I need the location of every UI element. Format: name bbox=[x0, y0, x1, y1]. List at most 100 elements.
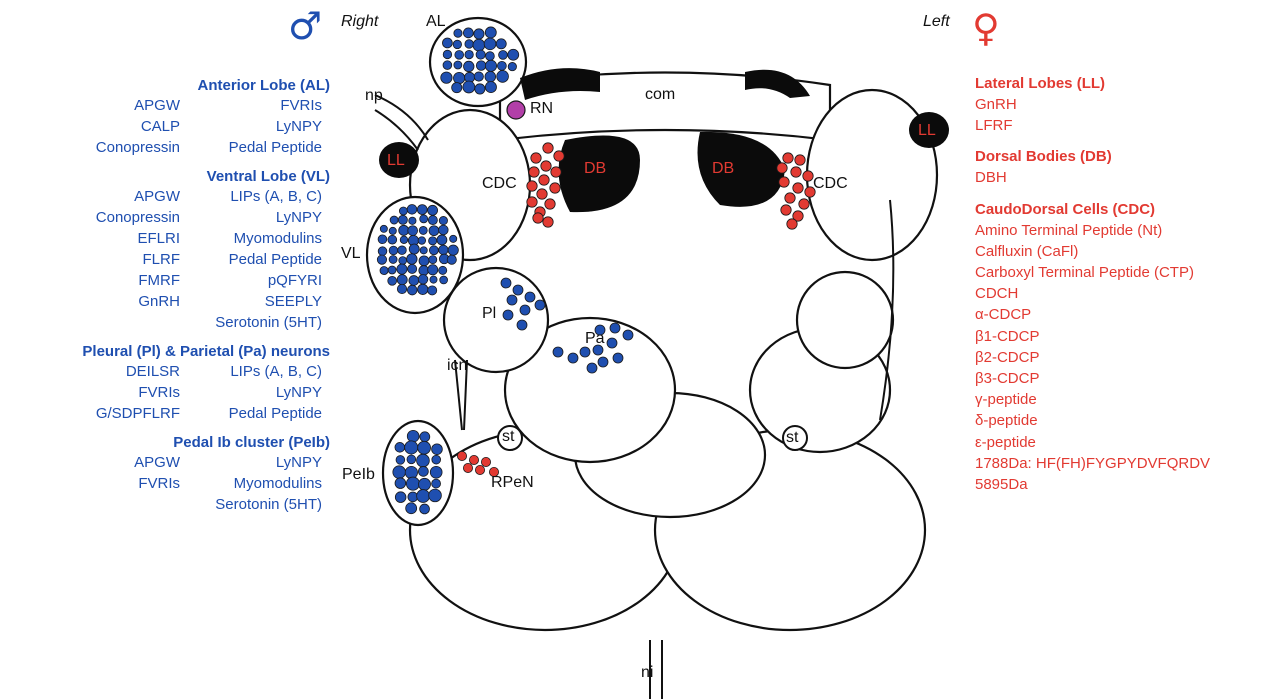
vl-neuron bbox=[448, 245, 458, 255]
vl-neuron bbox=[380, 225, 387, 232]
peib-neuron bbox=[420, 504, 430, 514]
list-item: Serotonin (5HT) bbox=[0, 494, 330, 515]
peptide-name: Serotonin (5HT) bbox=[180, 312, 322, 333]
peptide-name: FVRIs bbox=[180, 95, 322, 116]
list-item: Amino Terminal Peptide (Nt) bbox=[975, 220, 1275, 241]
group-title: Lateral Lobes (LL) bbox=[975, 73, 1275, 94]
peib-neuron bbox=[396, 456, 405, 465]
label-st-right: st bbox=[502, 428, 514, 446]
left-side-label: Left bbox=[923, 13, 950, 31]
cdc-neuron bbox=[803, 171, 813, 181]
group-pleural-parietal: Pleural (Pl) & Parietal (Pa) neurons DEI… bbox=[0, 342, 330, 424]
peib-neuron bbox=[395, 478, 406, 489]
vl-neuron bbox=[407, 285, 417, 295]
vl-neuron bbox=[390, 216, 398, 224]
vl-neuron bbox=[418, 284, 428, 294]
al-neuron bbox=[476, 50, 485, 59]
cdc-neuron bbox=[799, 199, 809, 209]
vl-neuron bbox=[429, 226, 439, 236]
label-cdc-right: CDC bbox=[482, 175, 517, 193]
peib-neuron bbox=[420, 432, 430, 442]
list-item: APGWLIPs (A, B, C) bbox=[0, 186, 330, 207]
peptide-name: Conopressin bbox=[0, 137, 180, 158]
pa-neuron bbox=[598, 357, 608, 367]
group-caudodorsal-cells: CaudoDorsal Cells (CDC) Amino Terminal P… bbox=[975, 199, 1275, 496]
pl-neuron bbox=[513, 285, 523, 295]
al-neuron bbox=[496, 39, 506, 49]
list-item: CDCH bbox=[975, 283, 1275, 304]
peib-neuron bbox=[407, 430, 419, 442]
pl-neuron bbox=[520, 305, 530, 315]
list-item: δ-peptide bbox=[975, 410, 1275, 431]
peptide-name: pQFYRI bbox=[180, 270, 322, 291]
peib-neuron bbox=[406, 503, 417, 514]
cdc-neuron bbox=[779, 177, 789, 187]
rpen-neuron bbox=[463, 463, 472, 472]
group-title: CaudoDorsal Cells (CDC) bbox=[975, 199, 1275, 220]
group-title: Anterior Lobe (AL) bbox=[0, 76, 330, 95]
group-title: Pleural (Pl) & Parietal (Pa) neurons bbox=[0, 342, 330, 361]
pa-neuron bbox=[610, 323, 620, 333]
vl-neuron bbox=[417, 205, 427, 215]
peptide-name: LyNPY bbox=[180, 207, 322, 228]
al-neuron bbox=[442, 38, 452, 48]
cdc-neuron bbox=[531, 153, 541, 163]
rpen-neuron bbox=[481, 457, 490, 466]
label-pl: Pl bbox=[482, 305, 496, 323]
list-item: β1-CDCP bbox=[975, 326, 1275, 347]
pl-neuron bbox=[525, 292, 535, 302]
vl-neuron bbox=[420, 215, 428, 223]
peptide-name bbox=[0, 494, 180, 515]
list-item: GnRH bbox=[975, 94, 1275, 115]
al-neuron bbox=[485, 27, 496, 38]
vl-neuron bbox=[428, 205, 438, 215]
peptide-name: Pedal Peptide bbox=[180, 137, 322, 158]
pl-neuron bbox=[535, 300, 545, 310]
label-al: AL bbox=[426, 13, 446, 31]
list-item: FVRIsLyNPY bbox=[0, 382, 330, 403]
list-item: Serotonin (5HT) bbox=[0, 312, 330, 333]
vl-neuron bbox=[389, 255, 397, 263]
peptide-name bbox=[0, 312, 180, 333]
pl-neuron bbox=[503, 310, 513, 320]
vl-neuron bbox=[428, 265, 438, 275]
peib-neuron bbox=[406, 477, 419, 490]
label-com: com bbox=[645, 86, 675, 104]
list-item: DEILSRLIPs (A, B, C) bbox=[0, 361, 330, 382]
cdc-neuron bbox=[551, 167, 561, 177]
list-item: G/SDPFLRFPedal Peptide bbox=[0, 403, 330, 424]
cdc-neuron bbox=[543, 217, 553, 227]
vl-neuron bbox=[388, 276, 397, 285]
cdc-neuron bbox=[777, 163, 787, 173]
peib-neuron bbox=[408, 492, 418, 502]
vl-neuron bbox=[420, 247, 427, 254]
peptide-name: FLRF bbox=[0, 249, 180, 270]
al-neuron bbox=[453, 40, 461, 48]
vl-neuron bbox=[400, 236, 408, 244]
list-item: α-CDCP bbox=[975, 304, 1275, 325]
peib-neuron bbox=[407, 455, 416, 464]
group-lateral-lobes: Lateral Lobes (LL) GnRH LFRF bbox=[975, 73, 1275, 136]
al-neuron bbox=[473, 39, 485, 51]
label-np: np bbox=[365, 87, 383, 105]
list-item: ConopressinPedal Peptide bbox=[0, 137, 330, 158]
pa-neuron bbox=[613, 353, 623, 363]
rpen-neuron bbox=[469, 455, 478, 464]
label-rpen: RPeN bbox=[491, 474, 534, 492]
al-neuron bbox=[441, 72, 452, 83]
vl-neuron bbox=[380, 266, 388, 274]
vl-neuron bbox=[428, 286, 437, 295]
list-item: γ-peptide bbox=[975, 389, 1275, 410]
female-symbol-icon: ♀ bbox=[972, 8, 1000, 48]
label-ni: ni bbox=[641, 664, 653, 682]
list-item: FVRIsMyomodulins bbox=[0, 473, 330, 494]
peib-neuron bbox=[417, 454, 430, 467]
cdc-neuron bbox=[550, 183, 560, 193]
al-neuron bbox=[452, 83, 462, 93]
peptide-name: LyNPY bbox=[180, 382, 322, 403]
vl-neuron bbox=[439, 245, 449, 255]
list-item: APGWLyNPY bbox=[0, 452, 330, 473]
al-neuron bbox=[508, 62, 516, 70]
